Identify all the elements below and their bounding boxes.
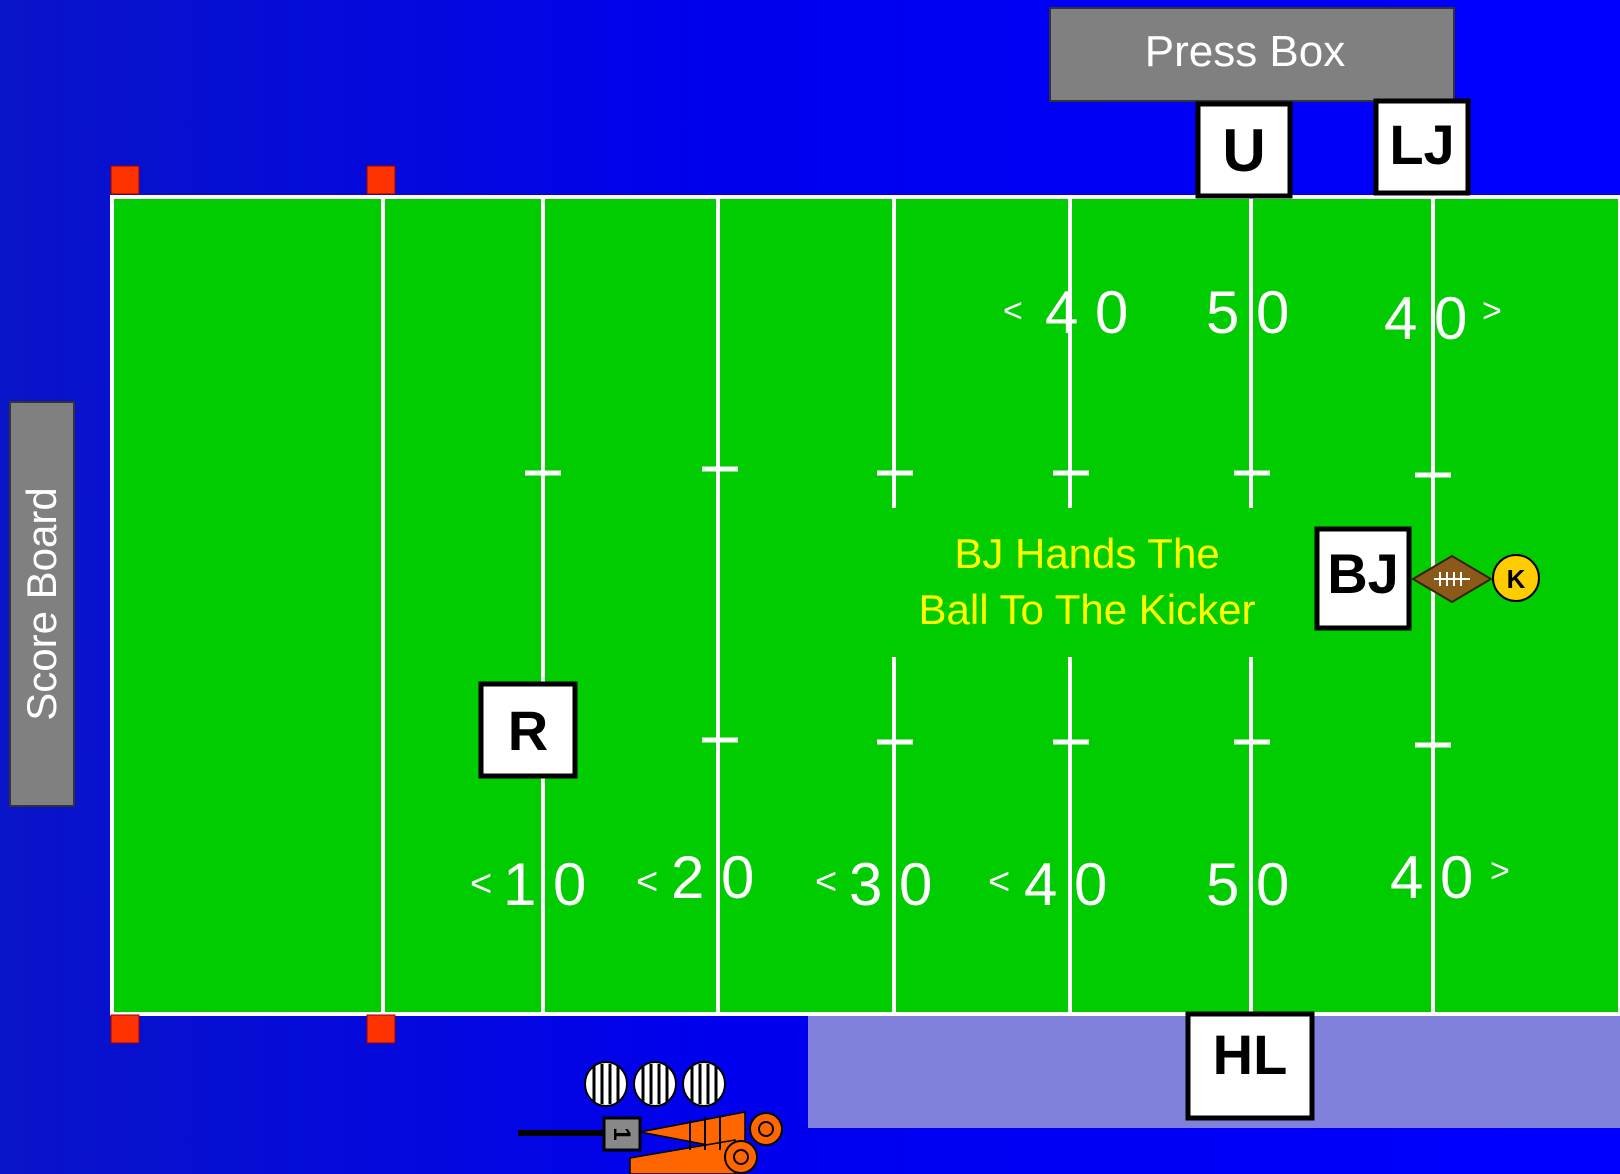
back-judge-label: BJ [1327,542,1399,605]
head-linesman-label: HL [1213,1023,1288,1086]
kicker-player: K [1493,555,1539,601]
pylon-bottom-goal [367,1015,395,1043]
official-head-linesman: HL [1188,1014,1312,1118]
score-board-label: Score Board [18,487,65,720]
yard-number-top: 4 0 [1384,285,1467,352]
press-box: Press Box [1050,8,1454,101]
down-marker: 1 [604,1118,640,1150]
chain-crew-member-icon [585,1062,725,1106]
yard-number-bottom-prefix: < [815,861,837,903]
official-referee: R [481,684,575,776]
pylon-bottom-left [111,1015,139,1043]
yard-number-bottom: 2 0 [671,844,754,911]
yard-number-top: 5 0 [1206,279,1289,346]
press-box-label: Press Box [1145,27,1346,76]
official-back-judge: BJ [1317,529,1409,628]
umpire-label: U [1222,117,1265,184]
official-line-judge: LJ [1376,101,1468,193]
referee-label: R [508,699,548,762]
score-board: Score Board [10,402,74,806]
pylon-top-left [111,166,139,194]
yard-number-bottom-prefix: < [636,861,658,903]
yard-number-bottom-suffix: > [1490,852,1510,890]
chain-crew: 1 [518,1062,782,1174]
yard-number-bottom: 4 0 [1390,844,1473,911]
yard-number-bottom: 3 0 [849,851,932,918]
caption-line-1: BJ Hands The [954,530,1219,577]
yard-number-bottom-prefix: < [470,863,492,905]
yard-number-top-prefix: < [1003,292,1023,330]
official-umpire: U [1198,104,1290,196]
line-judge-label: LJ [1389,113,1454,176]
yard-number-bottom: 5 0 [1206,851,1289,918]
caption-line-2: Ball To The Kicker [919,586,1256,633]
pylon-top-goal [367,166,395,194]
yard-number-top-suffix: > [1482,292,1502,330]
yard-numbers-top: < 4 0 5 0 4 0 > [1003,279,1502,352]
down-marker-number: 1 [608,1127,635,1140]
yard-number-bottom: 4 0 [1024,851,1107,918]
yard-number-top: 4 0 [1045,279,1128,346]
yard-number-bottom-prefix: < [988,861,1010,903]
kicker-label: K [1507,564,1526,594]
yard-number-bottom: 1 0 [503,851,586,918]
